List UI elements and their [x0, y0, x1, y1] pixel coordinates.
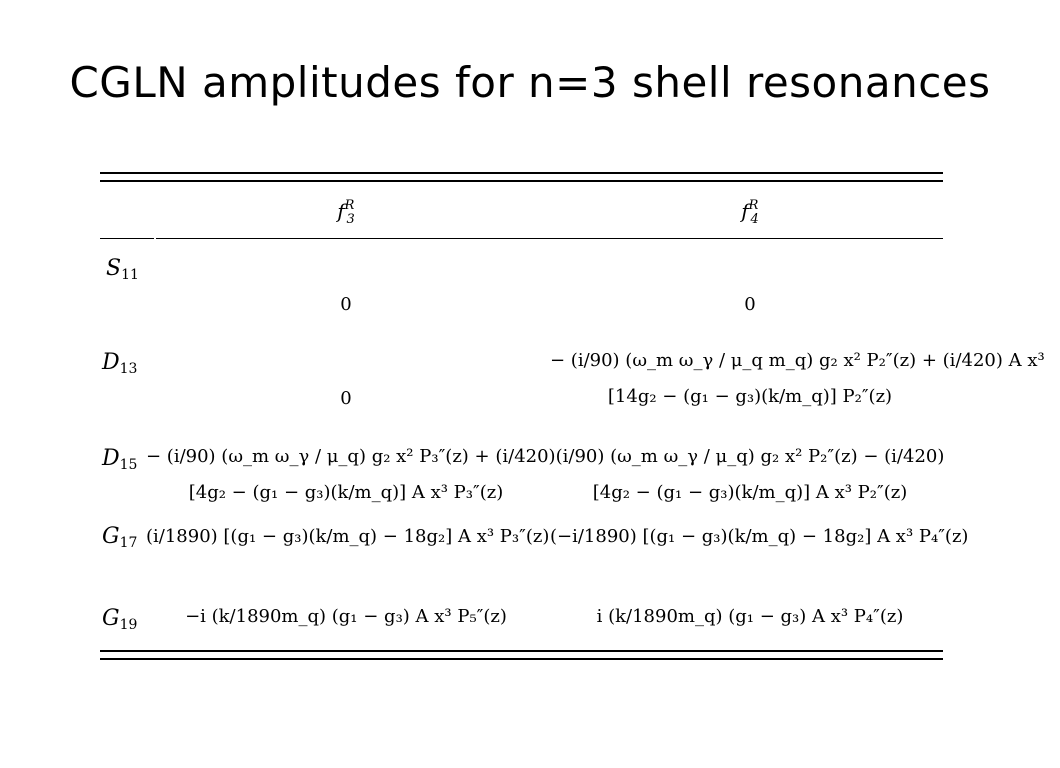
header-f3: fR3	[337, 198, 355, 227]
cell-d15-f3-line2: [4g₂ − (g₁ − g₃)(k/m_q)] A x³ P₃″(z)	[188, 482, 504, 503]
cell-d13-f4-line1: − (i/90) (ω_m ω_γ / μ_q m_q) g₂ x² P₂″(z…	[550, 350, 1045, 371]
table-bottom-rule-1	[100, 650, 943, 652]
cell-d13-f3: 0	[340, 388, 352, 409]
table-bottom-rule-2	[100, 658, 943, 660]
table-top-rule-2	[100, 180, 943, 182]
cell-g19-f4: i (k/1890m_q) (g₁ − g₃) A x³ P₄″(z)	[596, 606, 904, 627]
header-rule-left	[100, 238, 154, 239]
cell-g19-f3: −i (k/1890m_q) (g₁ − g₃) A x³ P₅″(z)	[185, 606, 507, 627]
cell-d15-f4-line1: (i/90) (ω_m ω_γ / μ_q) g₂ x² P₂″(z) − (i…	[555, 446, 945, 467]
row-label-g19: G19	[102, 606, 138, 633]
cell-d15-f3-line1: − (i/90) (ω_m ω_γ / μ_q) g₂ x² P₃″(z) + …	[146, 446, 556, 467]
row-label-d13: D13	[102, 350, 138, 377]
cell-s11-f3: 0	[340, 294, 352, 315]
cell-d15-f4-line2: [4g₂ − (g₁ − g₃)(k/m_q)] A x³ P₂″(z)	[592, 482, 908, 503]
cell-s11-f4: 0	[744, 294, 756, 315]
header-f4: fR4	[741, 198, 759, 227]
cell-d13-f4-line2: [14g₂ − (g₁ − g₃)(k/m_q)] P₂″(z)	[607, 386, 893, 407]
table-top-rule-1	[100, 172, 943, 174]
header-rule-right	[156, 238, 943, 239]
row-label-s11: S11	[106, 256, 139, 283]
row-label-d15: D15	[102, 446, 138, 473]
row-label-g17: G17	[102, 524, 138, 551]
cell-g17-f3: (i/1890) [(g₁ − g₃)(k/m_q) − 18g₂] A x³ …	[146, 526, 550, 547]
cell-g17-f4: (−i/1890) [(g₁ − g₃)(k/m_q) − 18g₂] A x³…	[550, 526, 969, 547]
slide-title: CGLN amplitudes for n=3 shell resonances	[69, 58, 991, 107]
